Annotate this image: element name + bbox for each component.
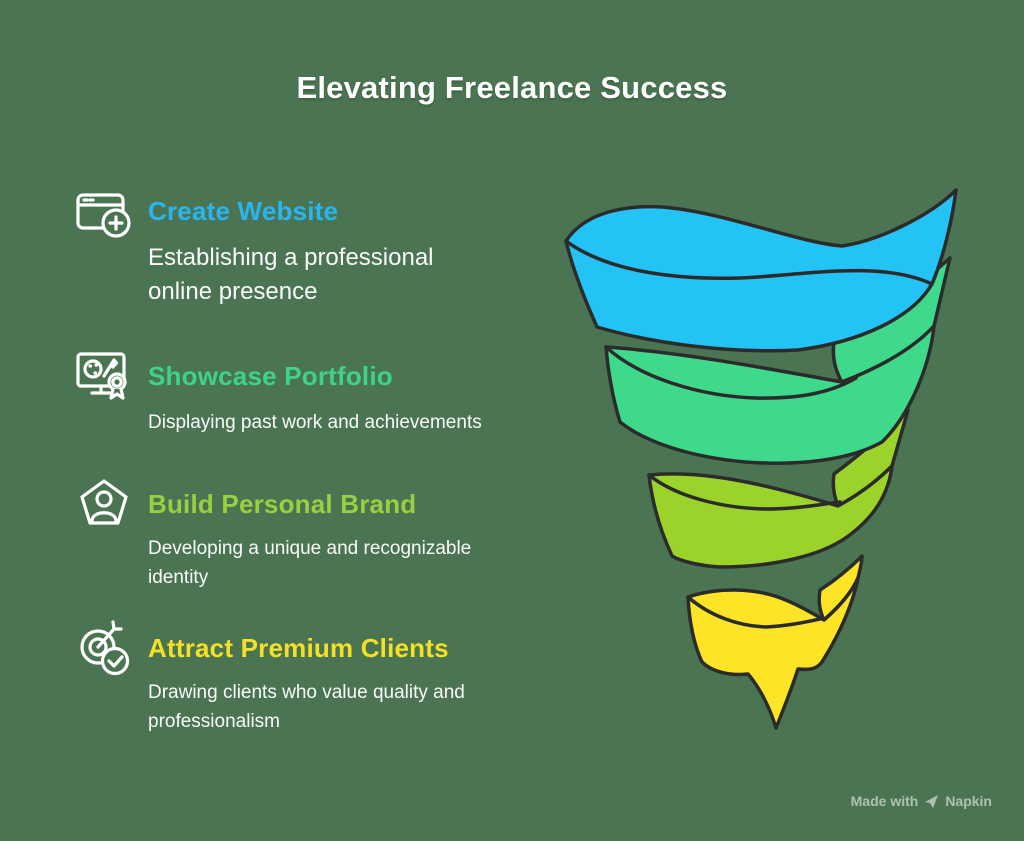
funnel-rim-lime [647,473,842,511]
funnel-rim-yellow [686,595,822,629]
target-check-icon [80,620,130,676]
item-description: Establishing a professional online prese… [148,244,434,305]
watermark-prefix: Made with [850,793,919,809]
funnel-rim-green [604,345,858,400]
item-heading: Attract Premium Clients [148,633,449,663]
portfolio-award-icon [76,352,127,400]
page-title: Elevating Freelance Success [296,70,728,105]
funnel-band-green [604,324,936,465]
item-heading: Build Personal Brand [148,489,417,519]
napkin-logo-icon [925,794,939,808]
item-description: Drawing clients who value quality and pr… [148,682,465,732]
watermark-brand: Napkin [945,793,992,809]
funnel-band-blue [564,188,958,353]
item-description: Displaying past work and achievements [148,412,482,433]
item-heading: Create Website [148,196,339,226]
browser-add-icon [76,193,131,238]
spiral-funnel-illustration [564,188,958,730]
funnel-rim-blue [564,239,934,286]
watermark: Made with Napkin [851,792,992,810]
item-description: Developing a unique and recognizable ide… [148,538,472,588]
item-heading: Showcase Portfolio [148,361,393,391]
personal-brand-icon [80,479,128,525]
funnel-band-lime [647,464,894,569]
funnel-band-yellow [686,576,860,730]
